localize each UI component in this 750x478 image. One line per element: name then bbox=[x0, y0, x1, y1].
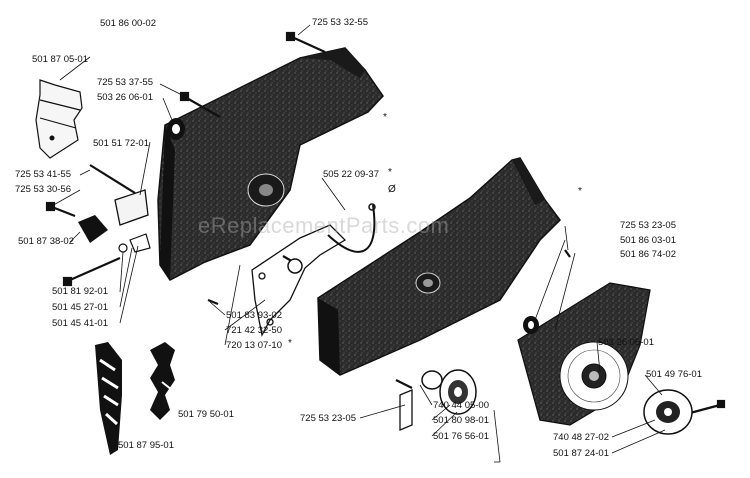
chain-catchers bbox=[95, 342, 175, 455]
label-503-26-06-01-b: 503 26 06-01 bbox=[598, 337, 654, 348]
gasket bbox=[251, 224, 347, 337]
label-725-53-23-05-a: 725 53 23-05 bbox=[620, 220, 676, 231]
clutch-assembly bbox=[643, 389, 693, 435]
bolt-screw-set bbox=[45, 31, 726, 415]
asterisk-mark: * bbox=[383, 112, 387, 123]
label-505-22-09-37: 505 22 09-37 bbox=[323, 169, 379, 180]
label-501-87-38-02: 501 87 38-02 bbox=[18, 236, 74, 247]
watermark-text: eReplacementParts.com bbox=[198, 213, 450, 238]
label-720-13-07-10: 720 13 07-10 bbox=[226, 340, 282, 351]
label-501-87-95-01: 501 87 95-01 bbox=[118, 440, 174, 451]
label-501-51-72-01: 501 51 72-01 bbox=[93, 138, 149, 149]
label-725-53-32-55: 725 53 32-55 bbox=[312, 17, 368, 28]
label-501-80-98-01: 501 80 98-01 bbox=[433, 415, 489, 426]
label-725-53-37-55: 725 53 37-55 bbox=[97, 77, 153, 88]
label-501-45-27-01: 501 45 27-01 bbox=[52, 302, 108, 313]
label-501-76-56-01: 501 76 56-01 bbox=[433, 431, 489, 442]
label-501-87-24-01: 501 87 24-01 bbox=[553, 448, 609, 459]
label-725-53-41-55: 725 53 41-55 bbox=[15, 169, 71, 180]
crankcase-housing bbox=[317, 157, 561, 376]
label-725-53-23-05-b: 725 53 23-05 bbox=[300, 413, 356, 424]
label-740-48-27-02: 740 48 27-02 bbox=[553, 432, 609, 443]
label-501-86-74-02: 501 86 74-02 bbox=[620, 249, 676, 260]
label-501-79-50-01: 501 79 50-01 bbox=[178, 409, 234, 420]
clutch-cover bbox=[157, 47, 384, 281]
asterisk-mark: * bbox=[288, 338, 292, 349]
chain-guard-plate bbox=[35, 79, 83, 159]
label-501-45-41-01: 501 45 41-01 bbox=[52, 318, 108, 329]
label-501-87-05-01: 501 87 05-01 bbox=[32, 54, 88, 65]
spring-end bbox=[368, 203, 376, 211]
seal-rings bbox=[167, 118, 539, 334]
label-725-53-30-56: 725 53 30-56 bbox=[15, 184, 71, 195]
label-740-44-05-00: 740 44 05-00 bbox=[433, 400, 489, 411]
tensioner-block bbox=[78, 189, 151, 253]
asterisk-mark: * bbox=[578, 186, 582, 197]
spring-wire bbox=[327, 204, 376, 253]
label-501-83-93-02: 501 83 93-02 bbox=[226, 310, 282, 321]
header-part-number: 501 86 00-02 bbox=[100, 18, 156, 29]
side-plate bbox=[517, 282, 651, 426]
asterisk-mark: * bbox=[388, 167, 392, 178]
leader-lines bbox=[49, 24, 666, 463]
ring-symbol: Ø bbox=[388, 184, 396, 195]
label-501-86-03-01: 501 86 03-01 bbox=[620, 235, 676, 246]
label-501-81-92-01: 501 81 92-01 bbox=[52, 286, 108, 297]
label-721-42-32-50: 721 42 32-50 bbox=[226, 325, 282, 336]
label-503-26-06-01-a: 503 26 06-01 bbox=[97, 92, 153, 103]
label-501-49-76-01: 501 49 76-01 bbox=[646, 369, 702, 380]
clutch-drum bbox=[399, 369, 477, 431]
